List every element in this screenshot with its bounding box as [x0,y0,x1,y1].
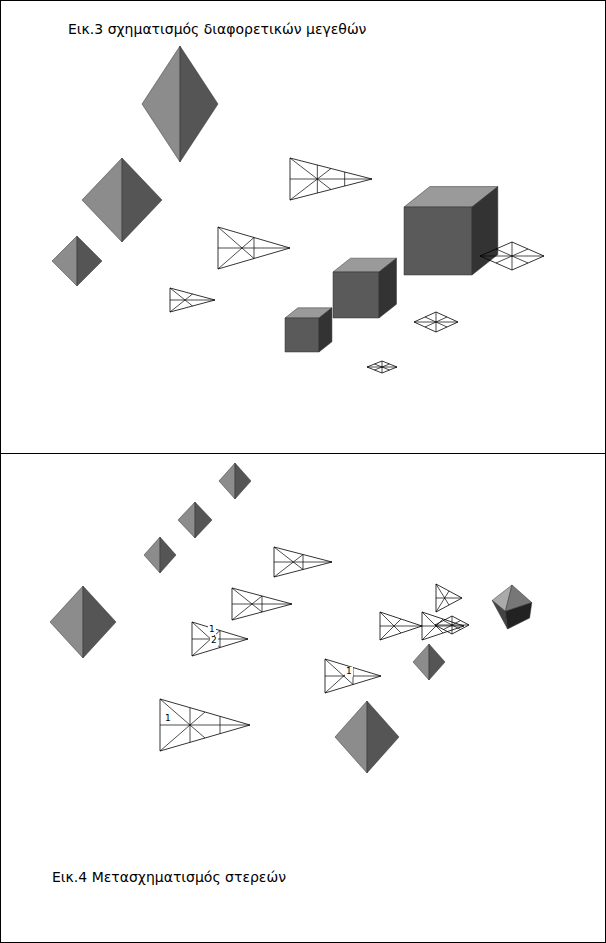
net-fold-line [170,300,215,301]
net-fold-line [380,626,422,627]
net-fold-line [290,158,331,190]
pyramid-solid [195,502,212,538]
net-fold-line [436,598,462,599]
net-fold-line [436,312,437,332]
cube-solid [319,308,332,352]
pyramid-solid [367,701,399,773]
net-fold-line [218,238,254,270]
triangle-net [274,547,332,577]
net-fold-line [160,725,250,726]
cube-solid [379,258,396,318]
pyramid-solid [178,502,195,538]
triangle-net [170,288,215,312]
net-fold-line [452,616,453,634]
net-fold-line [422,626,464,627]
pyramid-solid [122,158,162,242]
triangle-net [218,227,290,269]
cube-solid [333,272,379,318]
triangle-net [290,158,372,200]
pyramid-solid [219,463,235,499]
octahedron-solid [492,600,507,629]
square-net [367,361,397,373]
net-fold-line [218,248,290,249]
pyramid-solid [160,537,176,573]
pyramid-solid [77,236,102,286]
pyramid-solid [142,46,180,162]
net-fold-line [192,639,248,640]
square-net [480,242,544,270]
net-fold-line [325,668,353,694]
pyramid-solid [50,586,83,658]
pyramid-solid [52,236,77,286]
net-fold-line [218,227,254,259]
net-fold-line [274,562,332,563]
octahedron-solid [505,603,531,629]
square-net [414,312,458,332]
pyramid-solid [429,644,445,680]
triangle-net [192,622,248,656]
cube-solid [285,318,319,352]
figure-caption: Εικ.3 σχηματισμός διαφορετικών μεγεθών [68,22,366,37]
triangle-net [325,659,381,693]
triangle-net [232,588,292,620]
callout-number: 1 [208,625,216,635]
net-fold-line [290,169,331,201]
net-fold-line [382,361,383,373]
pyramid-solid [82,158,122,242]
pyramid-solid [83,586,116,658]
net-fold-line [170,294,193,312]
net-fold-line [274,555,303,578]
net-fold-line [512,242,513,270]
net-fold-line [325,676,381,677]
cube-solid [404,207,472,275]
triangle-net [380,612,422,640]
net-fold-line [192,631,220,657]
callout-number: 1 [345,667,353,677]
panel-divider [0,453,606,454]
callout-number: 2 [210,636,218,646]
pyramid-solid [413,644,429,680]
triangle-net [436,584,462,612]
triangle-net [422,612,464,640]
figure-caption: Εικ.4 Μετασχηματισμός στερεών [52,870,286,885]
net-fold-line [436,591,449,612]
net-fold-line [232,604,292,605]
pyramid-solid [335,701,367,773]
square-net [435,616,469,634]
net-fold-line [380,619,401,640]
net-fold-line [232,596,262,620]
net-fold-line [160,712,205,751]
pyramid-solid [180,46,218,162]
net-fold-line [160,699,205,738]
pyramid-solid [235,463,251,499]
callout-number: 1 [164,714,172,724]
triangle-net [160,699,250,751]
pyramid-solid [144,537,160,573]
net-fold-line [290,179,372,180]
